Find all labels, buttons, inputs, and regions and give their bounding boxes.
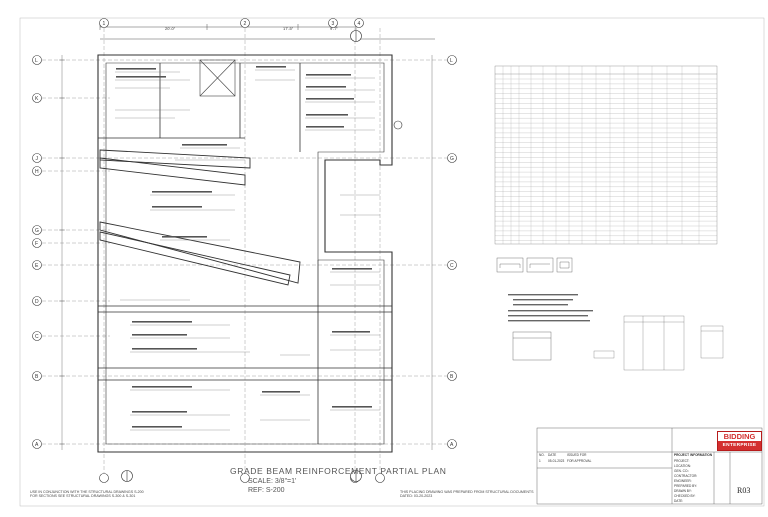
note-mid-line1: THIS PLACING DRAWING WAS PREPARED FROM S… xyxy=(400,490,534,494)
rev-header-no: NO. xyxy=(539,453,545,457)
grid-row-D: D xyxy=(35,299,39,305)
title-block-frame xyxy=(536,427,763,505)
title-block-row-label: CHECKED BY: xyxy=(674,494,696,498)
brand-top-text: BIDDING xyxy=(723,432,756,441)
sloped-beams xyxy=(99,149,301,286)
grid-row-C: C xyxy=(35,334,39,340)
dim-3: 9'-7" xyxy=(330,26,339,31)
grid-col-1: 1 xyxy=(103,21,106,27)
grid-col-3: 3 xyxy=(332,21,335,27)
section-markers xyxy=(121,30,403,482)
title-block-row-label: DATE: xyxy=(674,499,684,503)
lap-splice-table xyxy=(623,315,685,371)
title-block-row-label: PROJECT: xyxy=(674,459,690,463)
rev-header-date: DATE xyxy=(548,453,557,457)
drawing-scale: SCALE: 3/8"=1' xyxy=(248,478,297,485)
grid-row-J: J xyxy=(36,156,39,162)
general-note-middle: THIS PLACING DRAWING WAS PREPARED FROM S… xyxy=(400,490,534,498)
grid-row-right-A: A xyxy=(450,442,454,448)
grid-row-right-G: G xyxy=(450,156,454,162)
note-left-line1: USE IN CONJUNCTION WITH THE STRUCTURAL D… xyxy=(30,490,144,494)
grid-row-K: K xyxy=(35,96,39,102)
left-dimensions xyxy=(59,55,433,450)
bar-schedule-table xyxy=(494,65,718,245)
grid-row-right-L: L xyxy=(450,58,453,64)
bar-size-table xyxy=(700,325,724,359)
sheet-number: R03 xyxy=(737,486,751,495)
legend-box xyxy=(593,350,615,359)
general-notes xyxy=(508,294,593,322)
grid-row-A: A xyxy=(35,442,39,448)
grid-bubbles-top xyxy=(99,18,364,28)
brand-bottom-text: ENTERPRISE xyxy=(718,441,761,450)
grid-row-L: L xyxy=(35,58,38,64)
grid-bubbles-right xyxy=(447,55,457,449)
title-block-row-label: LOCATION: xyxy=(674,464,691,468)
title-block-row-label: GEN. CO.: xyxy=(674,469,690,473)
grid-col-4: 4 xyxy=(358,21,361,27)
grid-row-E: E xyxy=(35,263,39,269)
bend-details xyxy=(496,257,573,273)
drawing-reference: REF: S-200 xyxy=(248,487,285,494)
company-logo: BIDDING ENTERPRISE xyxy=(717,431,762,451)
grid-row-right-B: B xyxy=(450,374,454,380)
sheet-border xyxy=(19,17,765,507)
dim-1: 20'-0" xyxy=(165,26,176,31)
rev-row-no: 1 xyxy=(539,459,541,463)
bar-schedule-rows xyxy=(495,66,717,244)
title-block-row-label: DRAWN BY: xyxy=(674,489,692,493)
project-info-heading: PROJECT INFORMATION xyxy=(674,453,713,457)
grid-row-F: F xyxy=(35,241,38,247)
grid-row-G: G xyxy=(35,228,39,234)
note-mid-line2: DATED: 03-20-2023 xyxy=(400,494,433,499)
grid-bubbles-left xyxy=(32,55,42,449)
general-note-left: USE IN CONJUNCTION WITH THE STRUCTURAL D… xyxy=(30,490,144,498)
typical-detail xyxy=(512,331,552,361)
grid-row-right-C: C xyxy=(450,263,454,269)
rev-row-date: 05-01-2023 xyxy=(548,459,565,463)
stair-box xyxy=(199,59,236,97)
interior-beams xyxy=(98,63,392,444)
grid-col-2: 2 xyxy=(244,21,247,27)
title-block-row-label: PREPARED BY: xyxy=(674,484,698,488)
rev-row-issued: FOR APPROVAL xyxy=(567,459,592,463)
title-block-row-label: CONTRACTOR: xyxy=(674,474,698,478)
dim-2: 17'-5" xyxy=(283,26,294,31)
rebar-text-marks xyxy=(116,66,372,428)
drawing-title: GRADE BEAM REINFORCEMENT PARTIAL PLAN xyxy=(230,466,447,476)
grid-row-B: B xyxy=(35,374,39,380)
rev-header-issued: ISSUED FOR xyxy=(567,453,587,457)
title-block-row-label: ENGINEER: xyxy=(674,479,692,483)
note-left-line2: FOR SECTIONS SEE STRUCTURAL DRAWINGS S-3… xyxy=(30,494,136,499)
rebar-callouts xyxy=(115,69,380,431)
top-dimensions xyxy=(99,24,435,40)
grid-row-H: H xyxy=(35,169,39,175)
